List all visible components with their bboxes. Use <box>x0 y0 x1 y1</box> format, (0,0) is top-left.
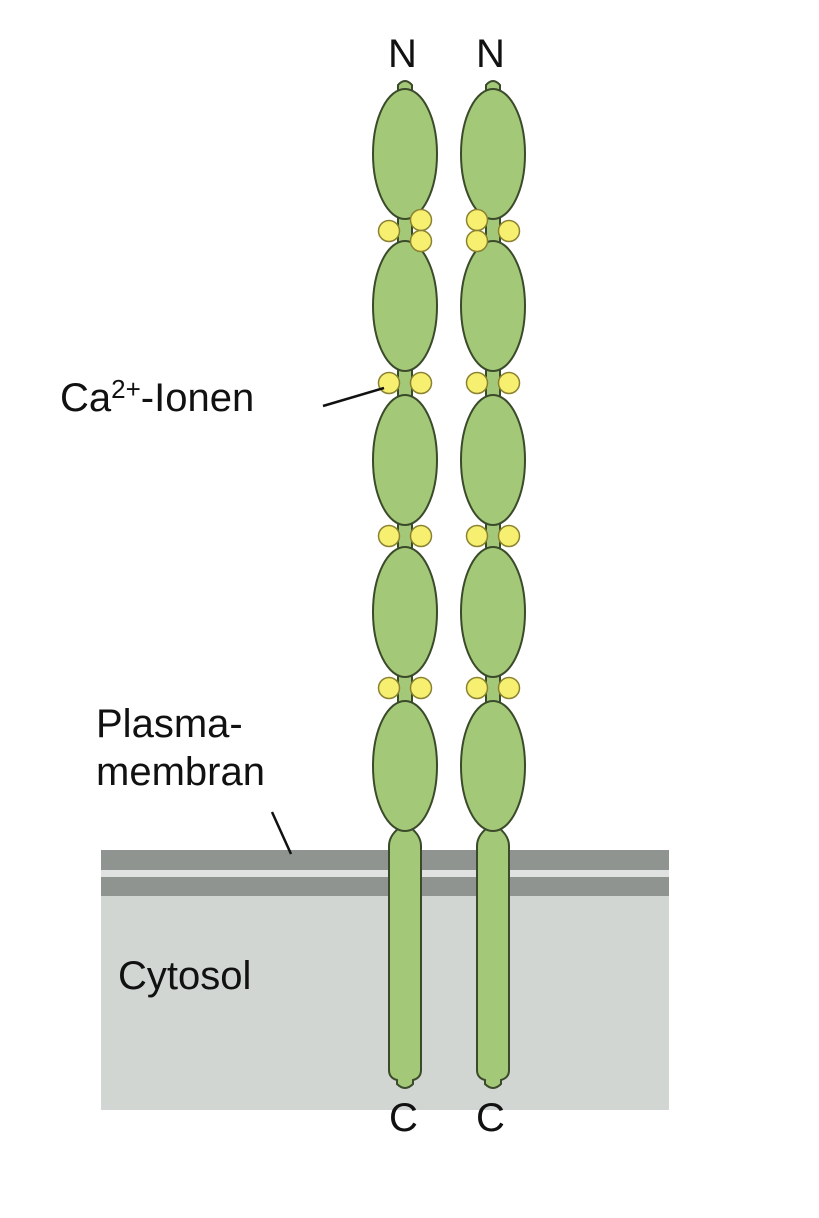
calcium-ion <box>409 208 433 232</box>
calcium-ion <box>409 229 433 253</box>
c-terminus-right-label: C <box>476 1096 505 1140</box>
calcium-ion <box>465 676 489 700</box>
calcium-ion <box>377 676 401 700</box>
calcium-ion <box>409 676 433 700</box>
membrane-leader-line <box>270 811 293 855</box>
calcium-ions-label: Ca2+-Ionen <box>60 376 255 420</box>
calcium-ion <box>497 219 521 243</box>
calcium-ion <box>409 524 433 548</box>
cytosol-label: Cytosol <box>118 954 252 998</box>
calcium-ion <box>497 524 521 548</box>
calcium-label-suffix: -Ionen <box>140 376 255 420</box>
extracellular-domain-2 <box>372 240 438 372</box>
plasma-membrane-label-line2: membran <box>96 750 265 794</box>
calcium-ion <box>465 229 489 253</box>
extracellular-domain-4 <box>372 546 438 678</box>
cytosol-region <box>101 894 669 1110</box>
calcium-ion <box>497 371 521 395</box>
cadherin-protein-left <box>372 80 438 1089</box>
calcium-label-charge: 2+ <box>111 374 141 404</box>
extracellular-domain-4 <box>460 546 526 678</box>
calcium-ions-group <box>377 208 521 700</box>
calcium-ion <box>465 208 489 232</box>
calcium-ion <box>377 219 401 243</box>
calcium-ion <box>377 371 401 395</box>
calcium-ion <box>377 524 401 548</box>
calcium-ion <box>465 524 489 548</box>
extracellular-domain-1 <box>372 88 438 220</box>
extracellular-domain-5 <box>460 700 526 832</box>
calcium-ion <box>497 676 521 700</box>
membrane-inner-layer <box>101 877 669 896</box>
transmembrane-cytoplasmic-domain <box>388 824 422 1089</box>
calcium-label-base: Ca <box>60 376 112 420</box>
extracellular-domain-3 <box>460 394 526 526</box>
extracellular-domain-2 <box>460 240 526 372</box>
extracellular-domain-3 <box>372 394 438 526</box>
transmembrane-cytoplasmic-domain <box>476 824 510 1089</box>
calcium-ion <box>465 371 489 395</box>
extracellular-domain-1 <box>460 88 526 220</box>
extracellular-domain-5 <box>372 700 438 832</box>
c-terminus-left-label: C <box>389 1096 418 1140</box>
calcium-ion <box>409 371 433 395</box>
ca-leader-line <box>322 386 385 408</box>
membrane-outer-layer <box>101 850 669 870</box>
membrane-inner-gap <box>101 870 669 877</box>
cadherin-protein-right <box>460 80 526 1089</box>
proteins-group <box>372 80 526 1089</box>
plasma-membrane-label-line1: Plasma- <box>96 702 243 746</box>
n-terminus-left-label: N <box>388 32 417 76</box>
n-terminus-right-label: N <box>476 32 505 76</box>
